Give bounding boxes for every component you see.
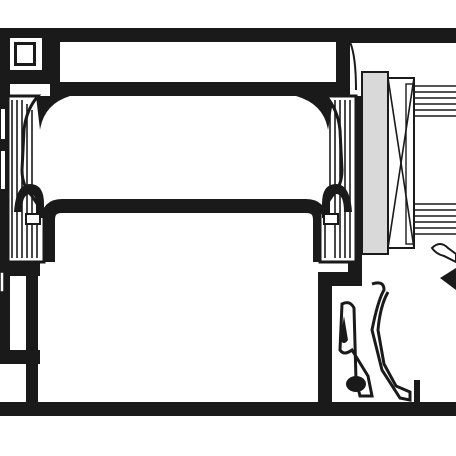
thermal-break-right <box>318 94 358 264</box>
sash-upper-right-fillet <box>296 96 334 130</box>
gasket-strip <box>361 71 389 255</box>
frame-bottom-left-leg <box>26 262 38 412</box>
drainage-channel <box>414 243 456 402</box>
sash-inner-chamber-outline <box>41 199 327 262</box>
weather-seal <box>338 281 412 402</box>
frame-top-flange <box>0 28 456 42</box>
frame-bottom-flange <box>0 402 456 416</box>
frame-top-right-web <box>336 28 350 96</box>
insulated-glazing-edge <box>414 85 456 235</box>
glazing-bead <box>361 71 415 255</box>
sash-profile <box>36 96 334 262</box>
thermal-break-right-clip <box>322 184 352 218</box>
frame-top-inner-lip <box>50 82 350 96</box>
sash-upper-left-fillet <box>36 96 70 130</box>
frame-top-web <box>50 28 60 88</box>
thermal-break-left <box>0 94 46 264</box>
frame-left-web <box>0 84 10 364</box>
frame-right-chamber-outline <box>349 41 456 91</box>
thermal-break-left-clip <box>14 184 44 218</box>
